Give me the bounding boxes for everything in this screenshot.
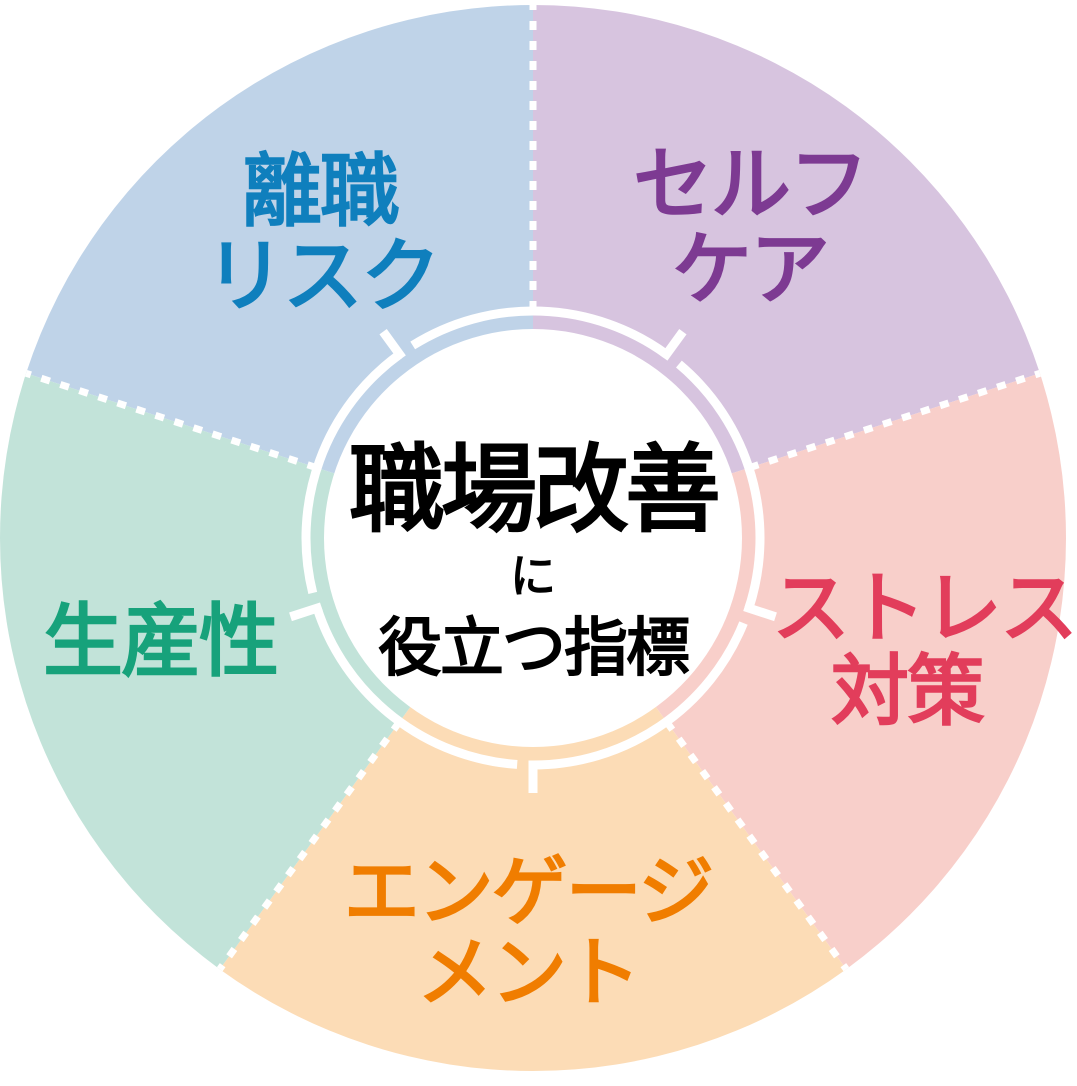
center-connector: に [510, 549, 556, 603]
ring-tick [289, 602, 323, 622]
ring-tick [743, 602, 777, 622]
segment-label-self-care: セルフ ケア [633, 138, 869, 316]
segment-label-engagement: エンゲージ メント [343, 847, 714, 1017]
segment-label-turnover-risk: 離職 リスク [205, 145, 441, 323]
center-subtitle: 役立つ指標 [378, 612, 690, 686]
ring-arc [676, 360, 765, 610]
center-title: 職場改善 [349, 434, 721, 546]
segment-engagement [219, 538, 847, 1071]
ring-arc [532, 621, 748, 770]
ring-arc [410, 306, 670, 358]
ring-arc [312, 606, 518, 769]
ring-tick [660, 329, 687, 361]
center-disc [324, 329, 742, 747]
segment-label-stress-measures: ストレス 対策 [772, 564, 1077, 737]
segment-label-productivity: 生産性 [43, 595, 279, 688]
ring-arc [301, 350, 403, 595]
